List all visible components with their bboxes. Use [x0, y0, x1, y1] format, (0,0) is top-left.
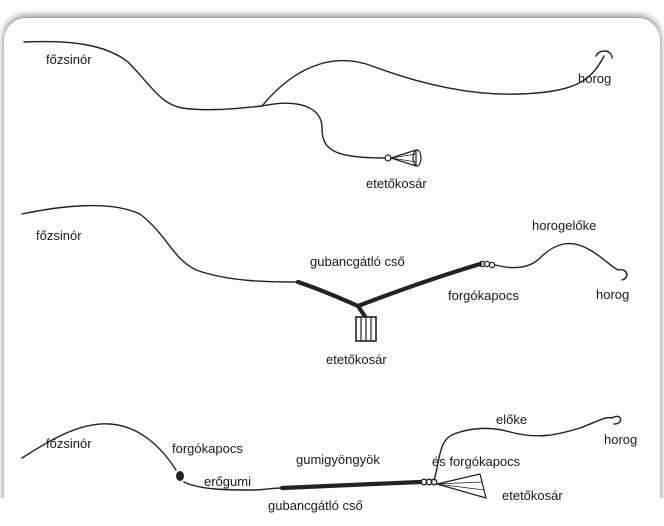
d3-feeder-icon [434, 473, 487, 499]
d2-main-line [21, 204, 299, 283]
d2-feeder-label: etetőkosár [326, 352, 387, 367]
d3-hook-link-label: előke [496, 412, 527, 427]
d3-main-line [21, 423, 177, 471]
d2-tube-label: gubancgátló cső [310, 254, 405, 269]
d1-feeder-icon [384, 149, 422, 167]
d3-swivel-icon [176, 471, 184, 481]
d2-hook-label: horog [596, 287, 629, 302]
d3-hook-link-line [433, 416, 613, 481]
diagram-3: főzsinór forgókapocs erőgumi gumigyöngyö… [21, 412, 637, 513]
d2-feeder-icon [355, 316, 377, 342]
figure-panel [4, 18, 660, 508]
d3-hook-label: horog [604, 432, 637, 447]
d3-power-gum [183, 481, 283, 491]
d1-main-line [23, 40, 605, 111]
d3-main-line-label: főzsinór [46, 436, 92, 451]
d1-hook-label: horog [578, 71, 611, 86]
d3-swivel-label: forgókapocs [172, 441, 243, 456]
d1-main-line-label: főzsinór [46, 52, 92, 67]
d1-hook-icon [595, 50, 613, 59]
d3-hook-icon [611, 415, 622, 425]
d3-and-swivel-label: és forgókapocs [432, 454, 521, 469]
diagram-2: főzsinór gubancgátló cső horogelőke forg… [21, 204, 629, 367]
d2-hook-link-line [494, 242, 619, 271]
diagram-1: főzsinór horog etetőkosár [23, 40, 613, 191]
d2-main-line-label: főzsinór [36, 228, 82, 243]
d2-tube-right [355, 261, 483, 309]
d3-tube [279, 479, 423, 491]
d3-tube-label: gubancgátló cső [268, 498, 363, 513]
d2-hook-link-label: horogelőke [532, 218, 596, 233]
d3-feeder-label: etetőkosár [502, 488, 563, 503]
d3-beads-label: gumigyöngyök [296, 452, 380, 467]
d1-feeder-line [261, 102, 385, 159]
d2-hook-icon [617, 269, 628, 281]
d2-tube-left [295, 279, 361, 309]
d3-beads-icon [420, 478, 438, 486]
d2-swivel-label: forgókapocs [448, 288, 519, 303]
d3-power-gum-label: erőgumi [204, 474, 251, 489]
d1-feeder-label: etetőkosár [366, 176, 427, 191]
panel-bottom-fade [0, 498, 664, 526]
d2-tube-drop [355, 303, 369, 321]
